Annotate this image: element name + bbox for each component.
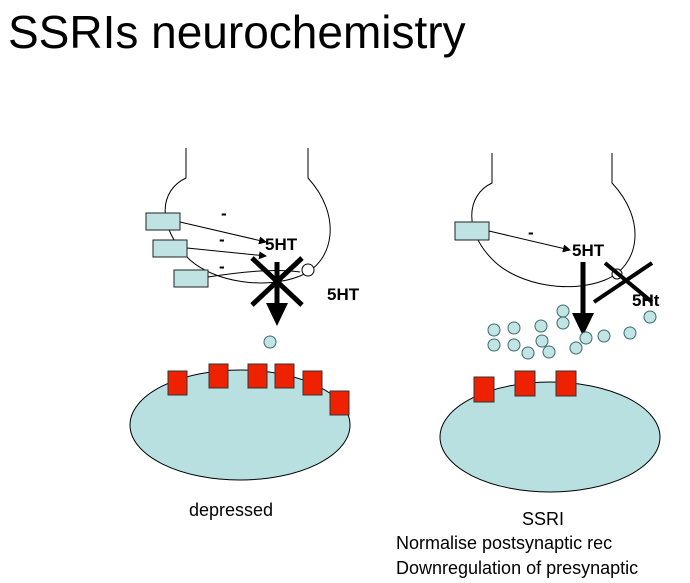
right-serotonin-vesicle [579,331,593,345]
right-release-arrow-head [572,313,594,336]
left-minus-2: - [219,230,225,249]
page-title: SSRIs neurochemistry [8,6,466,58]
left-receptor-6 [329,390,350,416]
left-serotonin-vesicle [263,335,277,349]
right-receptor-1 [473,376,495,403]
right-serotonin-cluster [487,304,657,360]
right-presynaptic-neuron [471,153,636,288]
right-serotonin-vesicle [487,338,501,352]
right-caption-line-2: Normalise postsynaptic rec [396,533,613,553]
left-postsynaptic-cell [129,369,351,481]
left-5ht-label: 5HT [265,235,298,254]
right-minus: - [528,223,534,242]
right-serotonin-vesicle [556,316,570,330]
right-caption-line-3: Downregulation of presynaptic [396,558,639,578]
right-serotonin-vesicle [597,329,611,343]
right-caption-line-1: SSRI [522,509,565,529]
left-inhibit-arrow-2 [186,247,267,260]
right-serotonin-vesicle [542,345,556,359]
left-receptor-3 [247,363,268,389]
right-block-x-stroke-2 [592,261,654,304]
left-minus-1: - [221,204,227,223]
left-receptor-2 [208,363,229,389]
right-serotonin-vesicle [535,334,549,348]
left-autoreceptor-1 [145,212,181,231]
left-inhibit-arrow-3 [207,269,301,278]
right-receptor-3 [555,370,577,397]
left-presynaptic-neuron [164,148,331,284]
left-release-arrow-head [266,303,288,326]
right-serotonin-vesicle [507,338,521,352]
right-serotonin-vesicle [623,326,637,340]
right-serotonin-vesicle [643,310,657,324]
right-postsynaptic-cell [439,381,661,493]
left-receptor-1 [167,370,188,396]
left-reuptake-vesicle [301,263,315,277]
right-serotonin-vesicle [507,321,521,335]
left-reuptake-label: 5HT [327,285,360,304]
right-serotonin-vesicle [521,346,535,360]
right-5ht-label: 5HT [572,241,605,260]
right-serotonin-vesicle [556,304,570,318]
left-caption: depressed [189,500,274,520]
left-inhibit-arrow-1 [179,221,267,245]
right-panel: - 5HT 5Ht [439,153,661,493]
left-autoreceptor-2 [152,239,188,258]
right-block-x-stroke-1 [603,261,654,304]
left-receptor-4 [274,363,295,389]
right-serotonin-vesicle [534,319,548,333]
right-reuptake-label: 5Ht [632,291,660,310]
right-serotonin-vesicle [569,341,583,355]
right-inhibit-arrow [488,230,571,253]
left-receptor-5 [302,370,323,396]
right-serotonin-vesicle [487,323,501,337]
left-minus-3: - [219,257,225,276]
right-receptor-2 [514,370,536,397]
right-autoreceptor [454,221,490,241]
left-panel: - - - 5HT 5HT [129,148,360,481]
left-autoreceptor-3 [173,269,209,288]
